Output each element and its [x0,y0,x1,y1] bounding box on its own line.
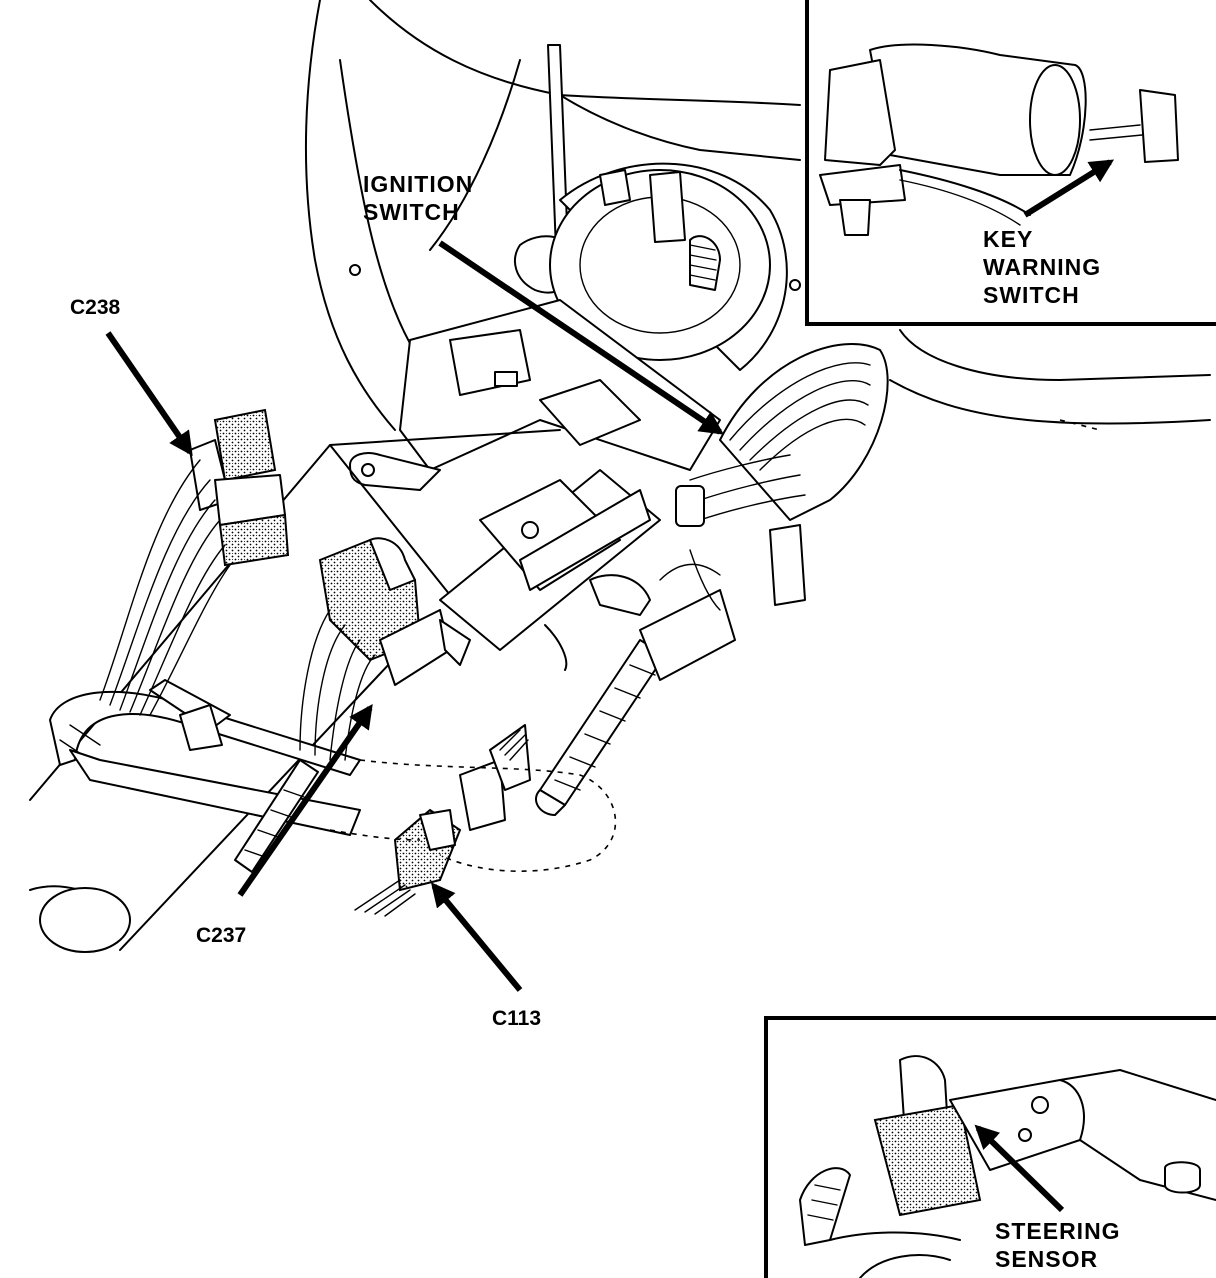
key-warning-switch-label-line-3: SWITCH [983,282,1080,308]
cable-ties [49,679,361,836]
connector-c237 [299,537,471,761]
connector-c113 [354,724,531,917]
steering-sensor-arrow [974,1124,1065,1213]
c238-arrow [105,331,193,456]
wiring-harness-right [675,343,889,606]
key-warning-switch-label-line-2: WARNING [983,254,1101,280]
steering-sensor-label: STEERING SENSOR [995,1218,1128,1272]
key-warning-switch-label: KEY WARNING SWITCH [983,226,1109,308]
steering-sensor-label-line-1: STEERING [995,1218,1121,1244]
c113-arrow [430,882,523,992]
column-lower-body [439,469,661,671]
c113-label: C113 [492,1007,541,1030]
pigtail-wire [234,759,319,873]
ignition-switch-label-line-2: SWITCH [363,199,460,225]
column-mounting-bracket [349,299,721,491]
ignition-switch-label-line-1: IGNITION [363,171,473,197]
routing-dashed-outline [329,419,1101,872]
ignition-switch-arrow [438,240,724,435]
key-warning-switch-arrow [1023,159,1115,218]
key-warning-switch-label-line-1: KEY [983,226,1033,252]
steering-sensor-inset [764,1016,1216,1278]
c237-arrow [237,704,373,897]
key-warning-switch-inset [805,0,1216,326]
callout-arrows [105,159,1115,1213]
spiral-wrapped-harness [535,549,736,816]
steering-sensor-label-line-2: SENSOR [995,1246,1098,1272]
ignition-switch-assembly [549,162,788,371]
c238-label: C238 [70,296,121,319]
connector-c238 [99,408,290,716]
c237-label: C237 [196,924,246,947]
steering-column-tube [29,429,561,953]
instrument-panel-outline [304,0,1211,431]
ignition-switch-label: IGNITION SWITCH [363,171,481,225]
